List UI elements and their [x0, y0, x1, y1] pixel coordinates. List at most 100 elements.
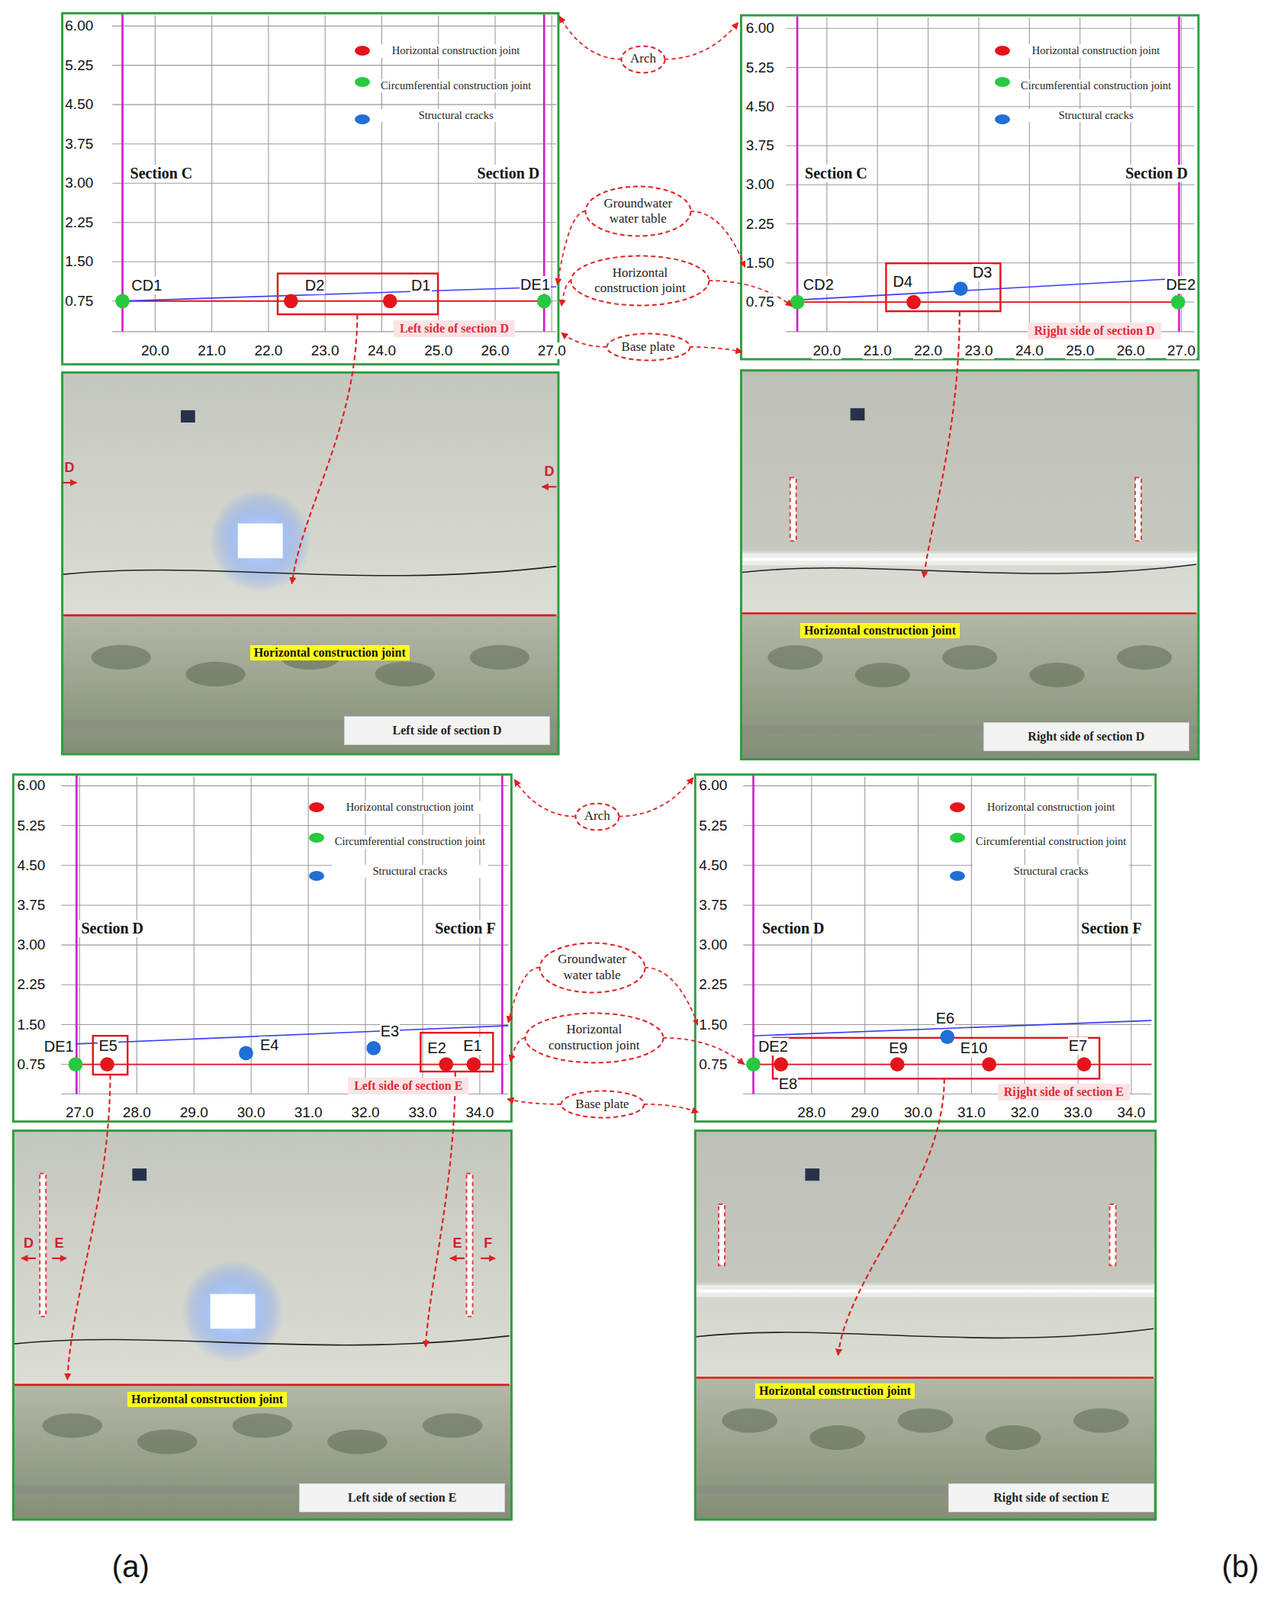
callout-leader: [664, 22, 738, 59]
axis-tick: 24.0: [366, 342, 397, 360]
node-text: Base plate: [621, 339, 676, 355]
axis-tick: 22.0: [913, 342, 943, 360]
direction-arrow: [542, 485, 557, 488]
axis-tick: 5.25: [16, 817, 46, 835]
axis-tick: 24.0: [1014, 342, 1045, 360]
axis-tick: 33.0: [1063, 1104, 1094, 1122]
water-table-line: [122, 286, 557, 302]
axis-tick: 34.0: [1116, 1104, 1146, 1122]
axis-tick: 20.0: [140, 342, 171, 360]
grid-line: [112, 183, 557, 184]
point-label: D2: [304, 276, 326, 295]
grid-line: [308, 776, 309, 1094]
grid-line: [785, 223, 1194, 225]
point-label: E7: [1068, 1037, 1088, 1056]
legend-swatch: [949, 802, 966, 813]
light-band: [694, 1290, 1157, 1294]
axis-tick: 0.75: [64, 292, 94, 310]
grid-line: [112, 64, 557, 66]
callout-leader: [508, 968, 540, 1024]
photo-mark: D: [64, 460, 74, 477]
point-label: DE2: [757, 1038, 789, 1056]
axis-tick: 20.0: [811, 342, 842, 360]
axis-tick: 25.0: [423, 342, 454, 360]
node-text: Left side of section E: [353, 1079, 463, 1094]
tunnel-floor: [12, 1385, 513, 1522]
joint-line: [63, 614, 557, 618]
axis-tick: 32.0: [350, 1104, 381, 1122]
axis-tick: 3.75: [16, 897, 46, 914]
ellipse-outline: [606, 333, 690, 361]
point-label: D3: [971, 263, 994, 282]
cable: [12, 1336, 510, 1346]
floor-stain: [897, 1409, 954, 1434]
floor-stain: [1116, 645, 1172, 670]
axis-tick: 21.0: [196, 342, 227, 360]
axis-tick: 3.75: [745, 137, 776, 155]
tunnel-wall: [61, 371, 560, 616]
panel-letter: (b): [1221, 1549, 1259, 1585]
node-text: Rijght side of section E: [1003, 1085, 1124, 1100]
point-label: D4: [892, 273, 914, 291]
section-line: [796, 16, 799, 332]
grid-line: [551, 15, 553, 332]
section-label: Section C: [128, 164, 195, 183]
node-text: Left side of section D: [352, 723, 542, 738]
grid-line: [365, 776, 367, 1094]
floor-stain: [41, 1413, 103, 1439]
leak-point: [68, 1057, 84, 1072]
callout-ellipse: Base plate: [559, 1090, 646, 1120]
axis-tick: 4.50: [745, 98, 776, 116]
grid-line: [1029, 17, 1030, 332]
legend-swatch: [308, 871, 325, 882]
grid-line: [112, 25, 557, 27]
callout-leader: [643, 1104, 699, 1114]
cable: [694, 1328, 1154, 1339]
section-line: [75, 775, 78, 1094]
arch-shade: [739, 369, 1200, 551]
marker-plate: [804, 1168, 820, 1181]
callout-leader: [644, 968, 699, 1027]
grid-line: [864, 776, 866, 1094]
point-label: E9: [887, 1039, 908, 1058]
photo-mark: D: [23, 1235, 34, 1252]
point-label: CD2: [802, 276, 835, 294]
survey-stripe: [790, 477, 797, 541]
grid-line: [61, 945, 509, 946]
floor-stain: [186, 662, 246, 687]
grid-line: [211, 15, 213, 332]
lamp-glow: [181, 1261, 284, 1364]
highlight-box: [886, 263, 1001, 312]
axis-tick: 3.00: [745, 176, 776, 194]
grid-line: [112, 300, 557, 302]
legend-text: Structural cracks: [1017, 109, 1175, 123]
joint-label: Horizontal construction joint: [250, 645, 410, 661]
direction-arrow: [480, 1257, 496, 1260]
axis-tick: 3.00: [698, 936, 728, 954]
photo-caption: Right side of section D: [983, 722, 1190, 752]
leak-point: [366, 1041, 381, 1056]
legend-swatch: [308, 802, 325, 813]
callout-ellipse: Groundwater water table: [538, 942, 647, 995]
node-text: Base plate: [575, 1097, 629, 1113]
axis-tick: 0.75: [698, 1056, 728, 1074]
ellipse-outline: [539, 942, 645, 993]
photo-mark: E: [54, 1235, 65, 1252]
marker-plate: [180, 410, 196, 423]
axis-tick: 33.0: [407, 1104, 438, 1122]
chart-panel: [12, 773, 513, 1123]
callout-ellipse: Groundwater water table: [584, 185, 692, 238]
axis-tick: 3.00: [16, 936, 46, 954]
survey-stripe: [1135, 477, 1142, 541]
node-text: Left side of section E: [307, 1491, 497, 1506]
node-text: Arch: [630, 51, 657, 67]
axis-tick: 5.25: [698, 817, 728, 835]
grid-line: [193, 776, 195, 1094]
callout-leader: [559, 16, 622, 59]
leak-point: [790, 295, 805, 310]
grid-line: [927, 17, 929, 332]
callout-leader: [618, 778, 694, 818]
highlight-box: [420, 1032, 493, 1072]
grid-line: [877, 17, 879, 332]
floor-stain: [469, 645, 530, 670]
